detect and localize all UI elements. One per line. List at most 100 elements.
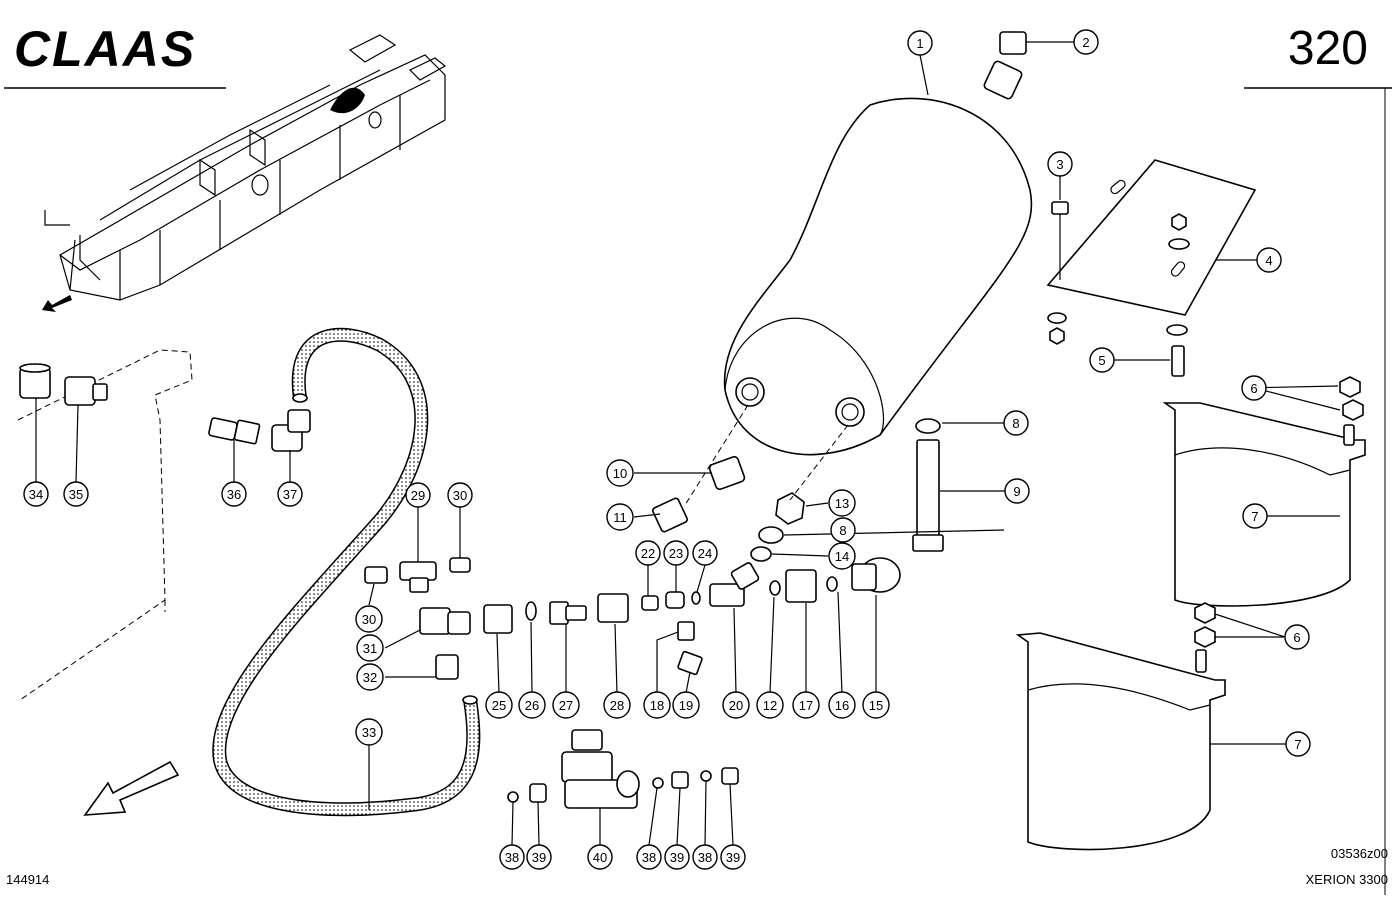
drawing-code: 03536z00 <box>1331 846 1388 861</box>
callout-7-upper: 7 <box>1242 503 1268 529</box>
callout-16: 16 <box>828 691 856 719</box>
svg-text:36: 36 <box>227 487 241 502</box>
fittings-34-37 <box>19 363 311 452</box>
direction-arrow-large <box>83 760 180 816</box>
callout-27: 27 <box>552 691 580 719</box>
sheet-id: 144914 <box>6 872 49 887</box>
callout-32: 32 <box>356 663 384 691</box>
svg-text:8: 8 <box>1012 416 1019 431</box>
callout-23: 23 <box>663 540 689 566</box>
page-number: 320 <box>1288 22 1368 75</box>
model-name: XERION 3300 <box>1306 872 1388 887</box>
svg-text:7: 7 <box>1294 737 1301 752</box>
svg-text:38: 38 <box>698 850 712 865</box>
svg-text:28: 28 <box>610 698 624 713</box>
callout-29: 29 <box>405 482 431 508</box>
svg-text:20: 20 <box>729 698 743 713</box>
svg-text:35: 35 <box>69 487 83 502</box>
direction-arrow-small <box>42 295 72 312</box>
svg-text:23: 23 <box>669 546 683 561</box>
svg-text:31: 31 <box>363 641 377 656</box>
svg-text:39: 39 <box>532 850 546 865</box>
strap-lower <box>1015 602 1226 851</box>
callout-1: 1 <box>907 30 933 56</box>
callout-13: 13 <box>828 489 856 517</box>
svg-text:38: 38 <box>505 850 519 865</box>
callout-35: 35 <box>63 481 89 507</box>
callout-19: 19 <box>672 691 700 719</box>
svg-text:38: 38 <box>642 850 656 865</box>
callout-3: 3 <box>1047 151 1073 177</box>
svg-text:27: 27 <box>559 698 573 713</box>
callout-24: 24 <box>692 540 718 566</box>
callout-31: 31 <box>356 634 384 662</box>
frame-overview-drawing <box>42 34 447 312</box>
svg-text:39: 39 <box>670 850 684 865</box>
brand-logo: CLAAS <box>14 21 196 77</box>
callout-12: 12 <box>756 691 784 719</box>
callout-37: 37 <box>277 481 303 507</box>
leader-lines <box>35 41 1341 846</box>
callout-30-left: 30 <box>355 605 383 633</box>
svg-text:8: 8 <box>839 523 846 538</box>
svg-text:29: 29 <box>411 488 425 503</box>
strap-upper <box>1162 376 1366 607</box>
callout-11: 11 <box>606 503 634 531</box>
callout-39-a: 39 <box>526 844 552 870</box>
svg-text:19: 19 <box>679 698 693 713</box>
callout-5: 5 <box>1089 347 1115 373</box>
svg-text:15: 15 <box>869 698 883 713</box>
callout-38-b: 38 <box>636 844 662 870</box>
callout-39-c: 39 <box>720 844 746 870</box>
svg-text:24: 24 <box>698 546 712 561</box>
callout-14: 14 <box>828 542 856 570</box>
svg-text:7: 7 <box>1251 509 1258 524</box>
callout-15: 15 <box>862 691 890 719</box>
svg-text:37: 37 <box>283 487 297 502</box>
fittings-22-28 <box>483 591 701 634</box>
callout-20: 20 <box>722 691 750 719</box>
svg-text:22: 22 <box>641 546 655 561</box>
callout-2: 2 <box>1073 29 1099 55</box>
svg-text:25: 25 <box>492 698 506 713</box>
callout-8-upper: 8 <box>1003 410 1029 436</box>
chassis-outline-dashed <box>17 349 193 701</box>
svg-text:26: 26 <box>525 698 539 713</box>
callout-38-a: 38 <box>499 844 525 870</box>
callout-39-b: 39 <box>664 844 690 870</box>
callout-25: 25 <box>485 691 513 719</box>
callout-40: 40 <box>587 844 613 870</box>
callout-9: 9 <box>1004 478 1030 504</box>
svg-text:6: 6 <box>1250 381 1257 396</box>
small-fittings-38-39 <box>507 767 739 803</box>
svg-text:30: 30 <box>362 612 376 627</box>
callout-30-right: 30 <box>447 482 473 508</box>
callout-33: 33 <box>355 718 383 746</box>
svg-text:2: 2 <box>1082 35 1089 50</box>
svg-text:14: 14 <box>835 549 849 564</box>
callout-34: 34 <box>23 481 49 507</box>
svg-text:18: 18 <box>650 698 664 713</box>
callout-26: 26 <box>518 691 546 719</box>
svg-text:3: 3 <box>1056 157 1063 172</box>
svg-text:11: 11 <box>613 510 627 525</box>
callout-36: 36 <box>221 481 247 507</box>
callout-18: 18 <box>643 691 671 719</box>
svg-text:33: 33 <box>362 725 376 740</box>
svg-text:10: 10 <box>613 466 627 481</box>
callout-22: 22 <box>635 540 661 566</box>
air-tank-1 <box>723 31 1033 456</box>
svg-text:32: 32 <box>363 670 377 685</box>
callout-38-c: 38 <box>692 844 718 870</box>
svg-text:9: 9 <box>1013 484 1020 499</box>
callout-6-upper: 6 <box>1241 375 1267 401</box>
callout-6-lower: 6 <box>1284 624 1310 650</box>
svg-text:4: 4 <box>1265 253 1272 268</box>
tank-fittings <box>652 418 944 676</box>
hose-33 <box>212 327 481 817</box>
callout-28: 28 <box>603 691 631 719</box>
svg-text:1: 1 <box>916 36 923 51</box>
svg-text:CLAAS: CLAAS <box>14 21 196 77</box>
callout-10: 10 <box>606 459 634 487</box>
